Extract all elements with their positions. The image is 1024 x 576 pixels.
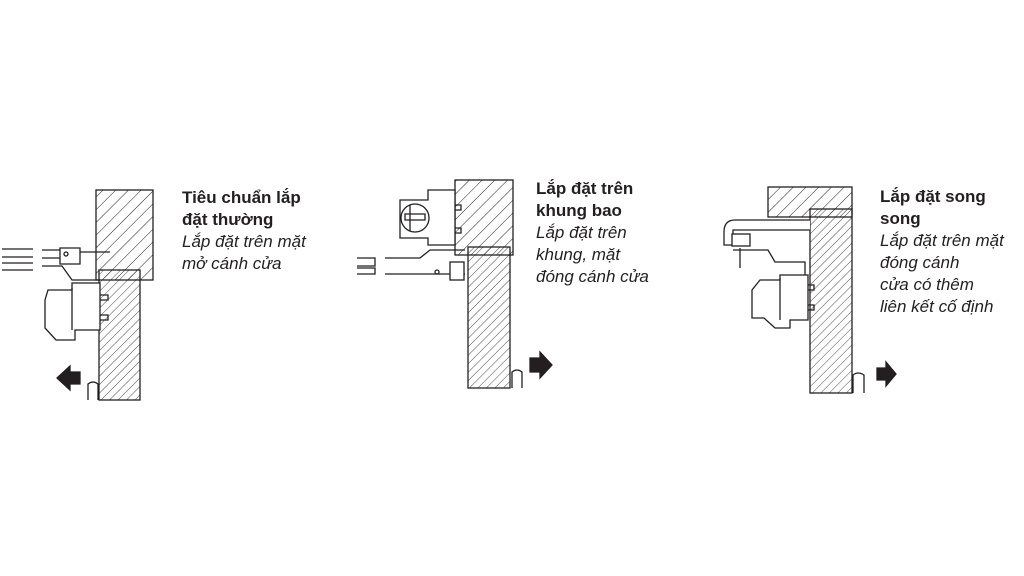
panel-1-title-line-1: Tiêu chuẩn lắp: [182, 188, 301, 207]
arrow-left-icon: [56, 364, 81, 392]
hinge-pin: [852, 372, 865, 393]
panel-3-desc-line-2: đóng cánh: [880, 253, 960, 272]
panel-1-caption: Tiêu chuẩn lắp đặt thường Lắp đặt trên m…: [182, 187, 306, 275]
panel-1-title-line-2: đặt thường: [182, 210, 274, 229]
panel-2-desc-line-3: đóng cánh cửa: [536, 267, 649, 286]
closer-arm: [2, 247, 110, 281]
panel-2-desc-line-2: khung, mặt: [536, 245, 621, 264]
panel-3-desc-line-3: cửa có thêm: [880, 275, 974, 294]
panel-3-desc-line-1: Lắp đặt trên mặt: [880, 231, 1004, 250]
panel-2-frame-mount: [357, 179, 553, 389]
panel-1-desc-line-1: Lắp đặt trên mặt: [182, 232, 306, 251]
frame-section: [95, 189, 154, 281]
closer-arm: [357, 249, 465, 281]
panel-1-desc-line-2: mở cánh cửa: [182, 254, 282, 273]
panel-2-title-line-1: Lắp đặt trên: [536, 179, 634, 198]
panel-3-title-line-2: song: [880, 209, 921, 228]
hinge-pin: [87, 381, 99, 400]
arrow-right-icon: [876, 360, 897, 388]
panel-3-desc-line-4: liên kết cố định: [880, 297, 994, 316]
panel-1-standard-mount: [2, 189, 154, 401]
closer-body: [44, 282, 109, 341]
parallel-bracket: [723, 219, 810, 275]
door-leaf-section: [809, 208, 853, 394]
closer-body: [751, 274, 815, 329]
closer-body: [399, 189, 462, 246]
door-leaf-section: [98, 269, 141, 401]
panel-2-desc-line-1: Lắp đặt trên: [536, 223, 627, 242]
frame-section: [454, 179, 514, 256]
panel-2-caption: Lắp đặt trên khung bao Lắp đặt trên khun…: [536, 178, 649, 288]
arrow-right-icon: [529, 350, 553, 380]
panel-3-caption: Lắp đặt song song Lắp đặt trên mặt đóng …: [880, 186, 1004, 318]
panel-2-title-line-2: khung bao: [536, 201, 622, 220]
panel-3-title-line-1: Lắp đặt song: [880, 187, 986, 206]
door-leaf-section: [467, 246, 511, 389]
panel-3-parallel-mount: [723, 186, 897, 394]
hinge-pin: [511, 369, 523, 388]
